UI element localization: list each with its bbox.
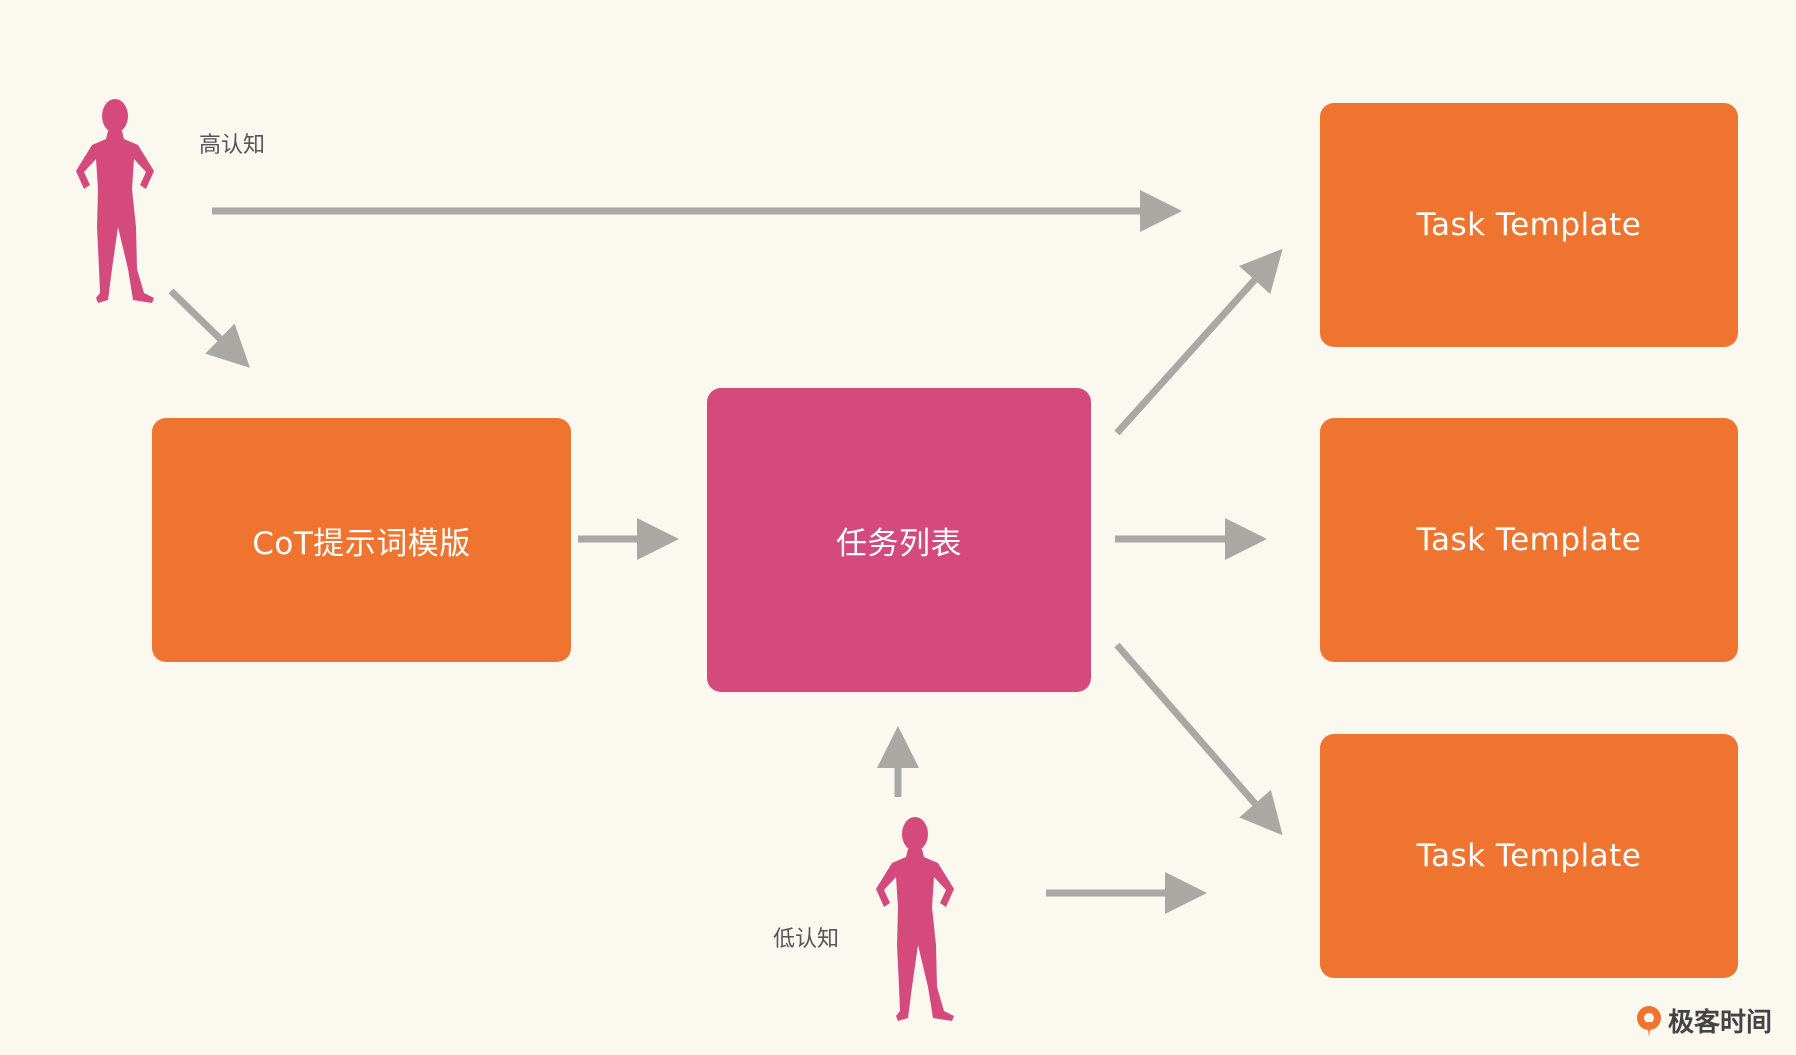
person-low-icon: [876, 817, 954, 1021]
arrow-tasklist-to-template-1: [1114, 248, 1283, 436]
brand-logo-icon: [1637, 1005, 1661, 1037]
task-list-box: 任务列表: [707, 388, 1091, 692]
cot-template-box: CoT提示词模版: [152, 418, 571, 662]
arrow-high-to-cot: [168, 288, 251, 368]
brand-watermark: 极客时间: [1634, 1002, 1772, 1039]
task-template-box-2: Task Template: [1320, 418, 1738, 662]
high-cognition-label: 高认知: [199, 133, 266, 158]
task-template-box-3: Task Template: [1320, 734, 1738, 978]
task-template-box-1: Task Template: [1320, 103, 1738, 347]
arrow-tasklist-to-template-3: [1114, 642, 1283, 836]
person-high-icon: [76, 99, 154, 303]
brand-name: 极客时间: [1668, 1008, 1773, 1038]
low-cognition-label: 低认知: [773, 927, 840, 952]
